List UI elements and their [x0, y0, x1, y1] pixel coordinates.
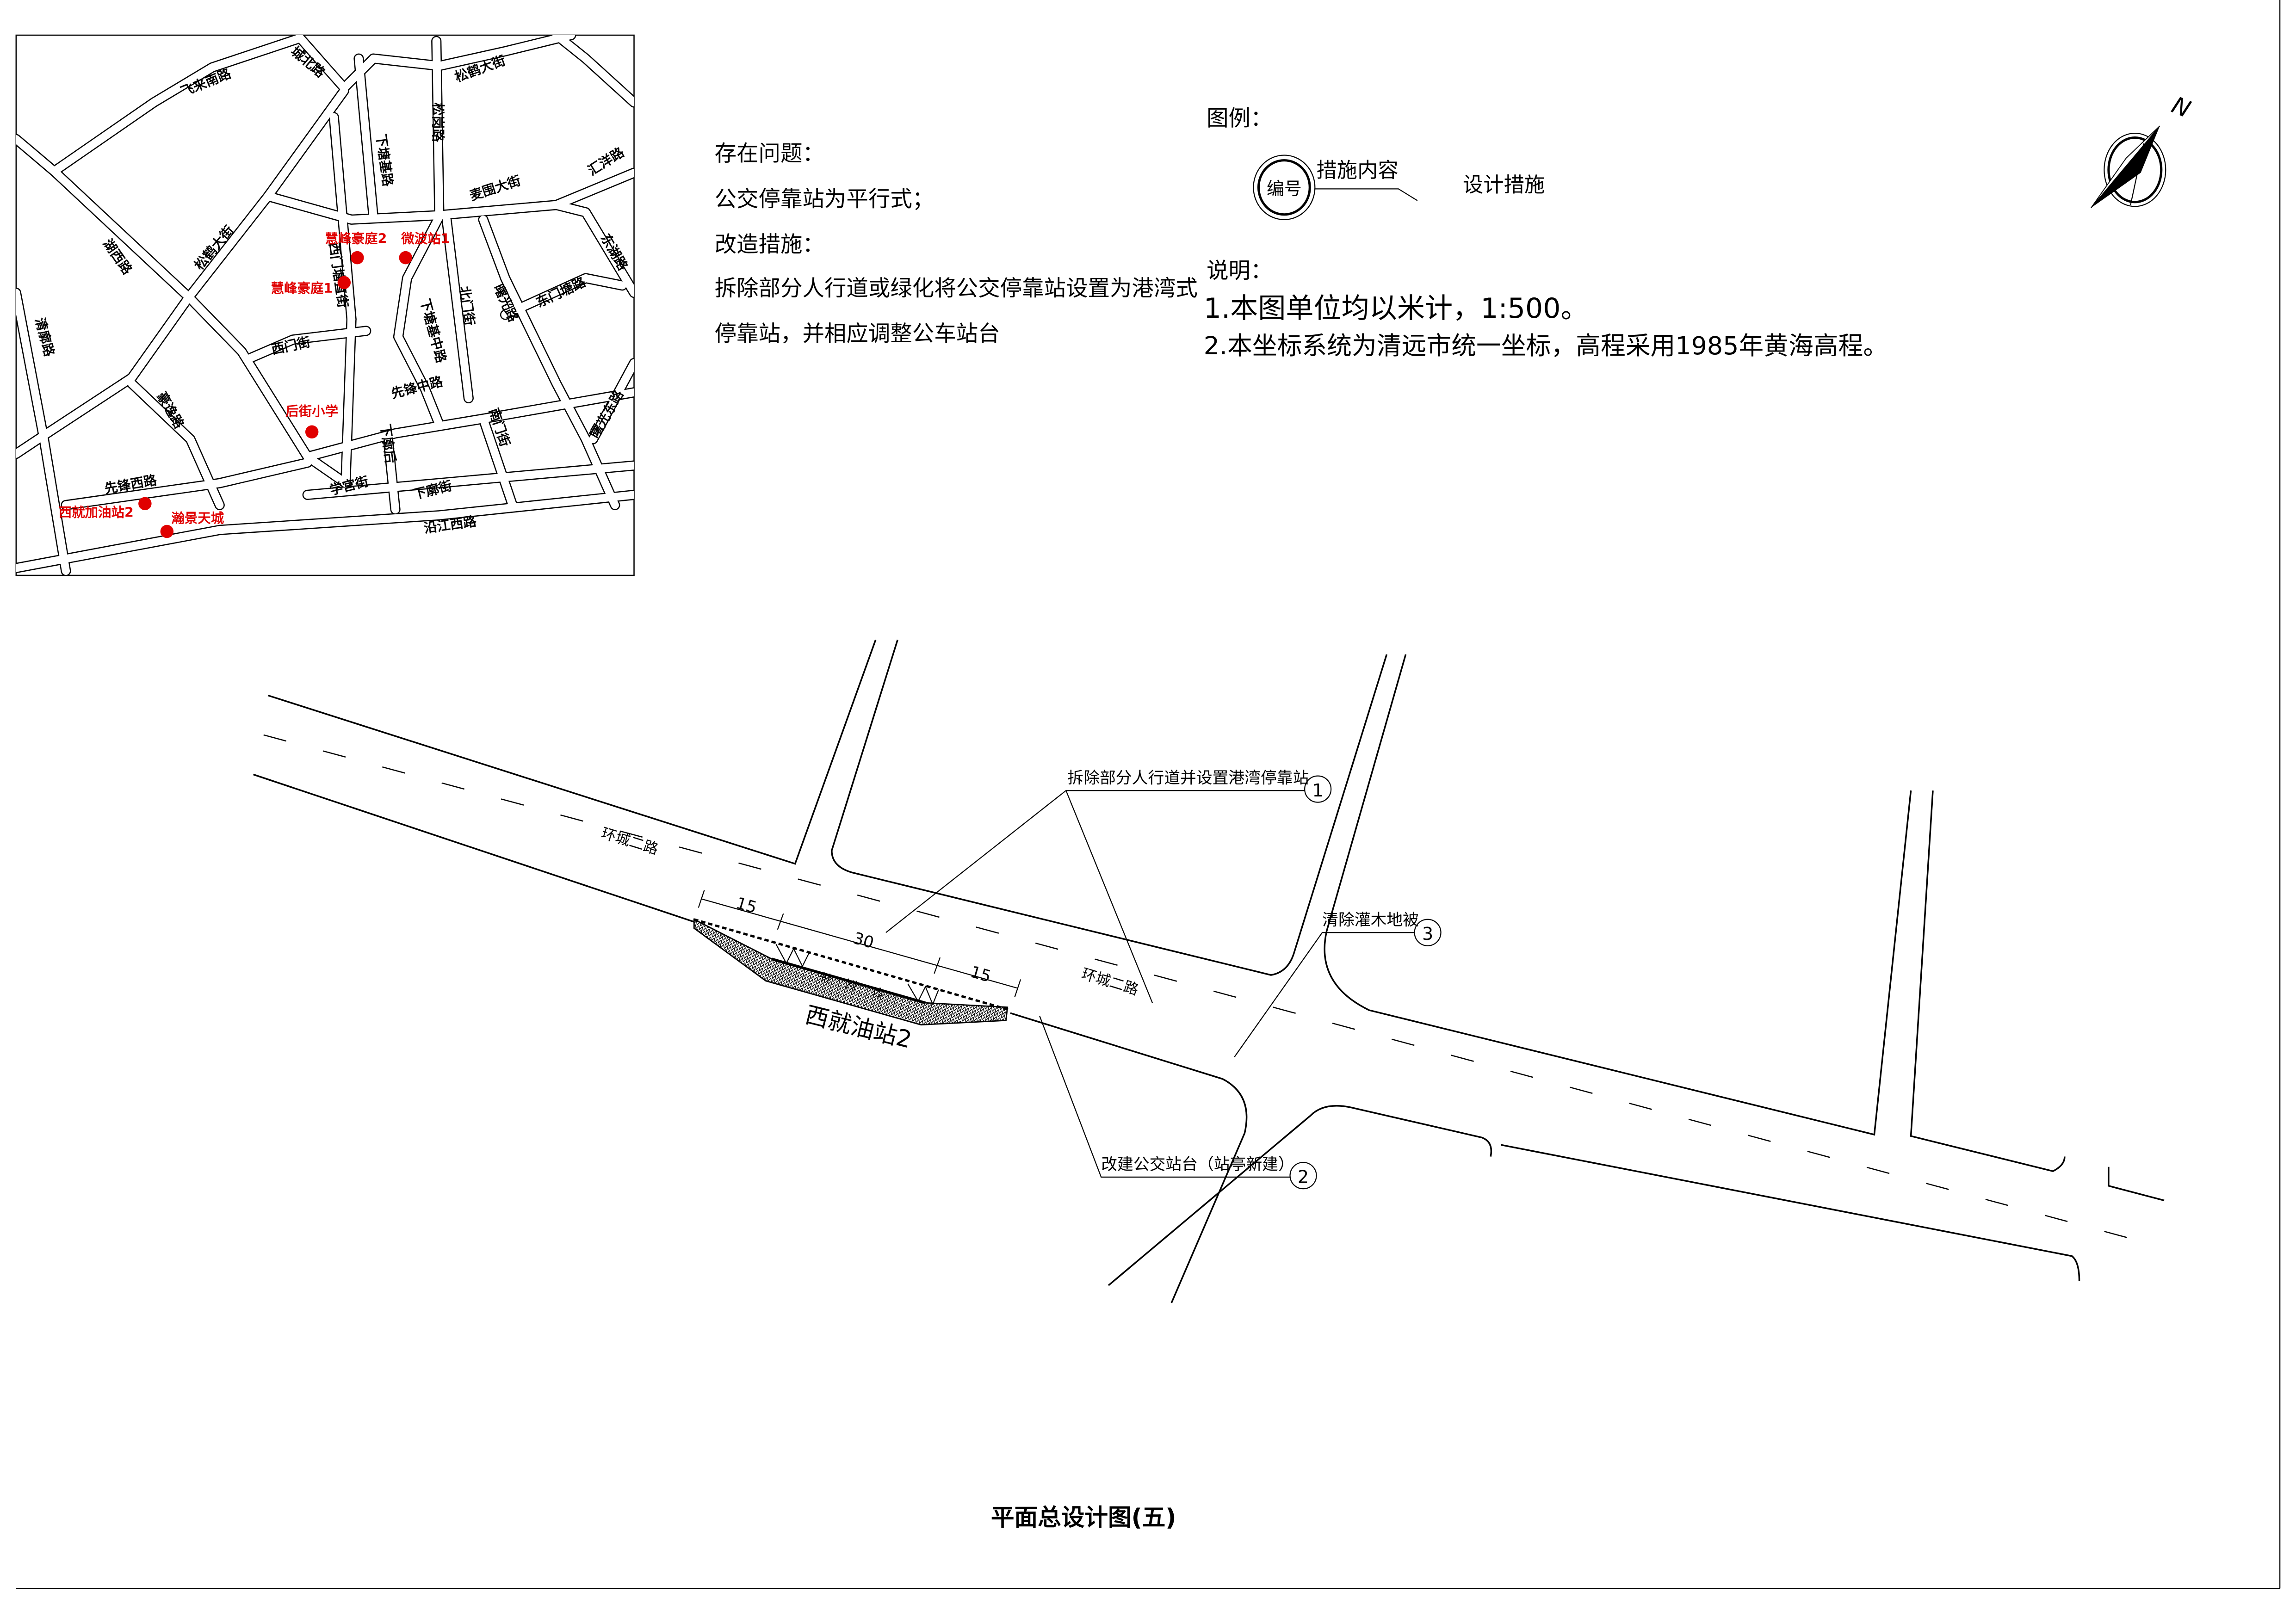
legend-badge-outer: [1253, 154, 1316, 220]
callout-text: 清除灌木地被: [1322, 911, 1419, 929]
measure-title: 改造措施：: [715, 232, 824, 257]
bus-platform-edge: [771, 957, 926, 1004]
callout-2: 改建公交站台（站亭新建） 2: [1039, 1016, 1317, 1190]
callout-number-circle: [1289, 1162, 1317, 1190]
marker-dot: [160, 525, 174, 538]
road-name-label: 环城二路: [599, 825, 660, 858]
marker-dot: [305, 425, 319, 439]
road-edge: [1108, 1105, 2080, 1286]
problem-text: 公交停靠站为平行式；: [715, 186, 934, 212]
callout-number-circle: [1414, 919, 1442, 946]
road-edge: [253, 773, 696, 923]
road-edge: [831, 639, 1388, 976]
north-label: N: [2168, 91, 2194, 123]
inset-markers: 慧峰豪庭2 微波站1 慧峰豪庭1 后街小学 西就加油站2 瀚景天城: [59, 231, 450, 538]
marker-dot: [138, 497, 152, 511]
callout-text: 拆除部分人行道并设置港湾停靠站: [1067, 769, 1309, 787]
marker-label: 微波站1: [401, 231, 450, 246]
callout-text: 改建公交站台（站亭新建）: [1101, 1155, 1294, 1174]
explanation: 说明： 1.本图单位均以米计，1:500。 2.本坐标系统为清远市统一坐标，高程…: [1204, 258, 1888, 360]
north-compass: N: [2091, 91, 2195, 209]
callout-3: 清除灌木地被 3: [1234, 911, 1442, 1057]
plan-view: 车 交 公 15 30 15 环城二路 环城二路 西就油站2 拆除部分人行道并设…: [253, 639, 2165, 1303]
marker-label: 瀚景天城: [171, 511, 224, 526]
road-edge: [267, 639, 877, 865]
explanation-line: 2.本坐标系统为清远市统一坐标，高程采用1985年黄海高程。: [1204, 331, 1888, 360]
platform-zigzag: [775, 944, 811, 968]
legend-design-label: 设计措施: [1463, 173, 1545, 197]
dimension-line: [701, 898, 1018, 989]
road-edge: [1324, 654, 1912, 1136]
road-centerline: [263, 734, 2153, 1245]
explanation-line: 1.本图单位均以米计，1:500。: [1204, 292, 1589, 325]
location-inset-map: 飞来南路 城北路 松鹤大街 松岗路 下塘基路 汇洋路 麦围大街 松鹤大街 湖西路…: [15, 34, 635, 576]
original-curb-line: [693, 918, 1011, 1012]
marker-label: 慧峰豪庭1: [271, 281, 333, 296]
road-edge: [1910, 790, 2165, 1202]
marker-dot: [399, 251, 412, 265]
platform-zigzag: [907, 983, 939, 1006]
dimension-label: 15: [968, 963, 993, 986]
marker-label: 慧峰豪庭2: [325, 231, 387, 246]
dimension-label: 30: [851, 929, 876, 953]
road-edge: [1010, 1012, 1248, 1303]
callout-number: 3: [1422, 924, 1433, 944]
road-label: 松岗路: [430, 103, 446, 142]
explanation-title: 说明：: [1207, 258, 1272, 284]
legend-badge-inner: [1257, 159, 1311, 216]
callout-1: 拆除部分人行道并设置港湾停靠站 1: [885, 769, 1332, 1003]
marker-label: 西就加油站2: [59, 505, 134, 520]
legend-badge-label: 编号: [1267, 179, 1302, 199]
inset-road-network: [16, 35, 634, 575]
marker-label: 后街小学: [285, 404, 338, 419]
callout-number-circle: [1304, 775, 1332, 803]
legend-title: 图例：: [1207, 106, 1272, 131]
problem-title: 存在问题：: [715, 141, 824, 167]
drawing-title: 平面总设计图(五): [991, 1504, 1176, 1531]
legend-content-label: 措施内容: [1316, 159, 1398, 182]
problem-notes: 存在问题： 公交停靠站为平行式； 改造措施： 拆除部分人行道或绿化将公交停靠站设…: [715, 141, 1198, 346]
legend: 图例： 编号 措施内容 设计措施: [1207, 106, 1545, 220]
marker-dot: [351, 251, 364, 265]
road-name-label: 环城二路: [1080, 966, 1141, 999]
measure-line: 拆除部分人行道或绿化将公交停靠站设置为港湾式: [715, 276, 1198, 301]
measure-line: 停靠站，并相应调整公车站台: [715, 321, 1000, 347]
callout-number: 1: [1312, 780, 1324, 801]
callout-number: 2: [1298, 1167, 1309, 1187]
legend-leader-line: [1315, 188, 1418, 201]
marker-dot: [337, 276, 351, 290]
